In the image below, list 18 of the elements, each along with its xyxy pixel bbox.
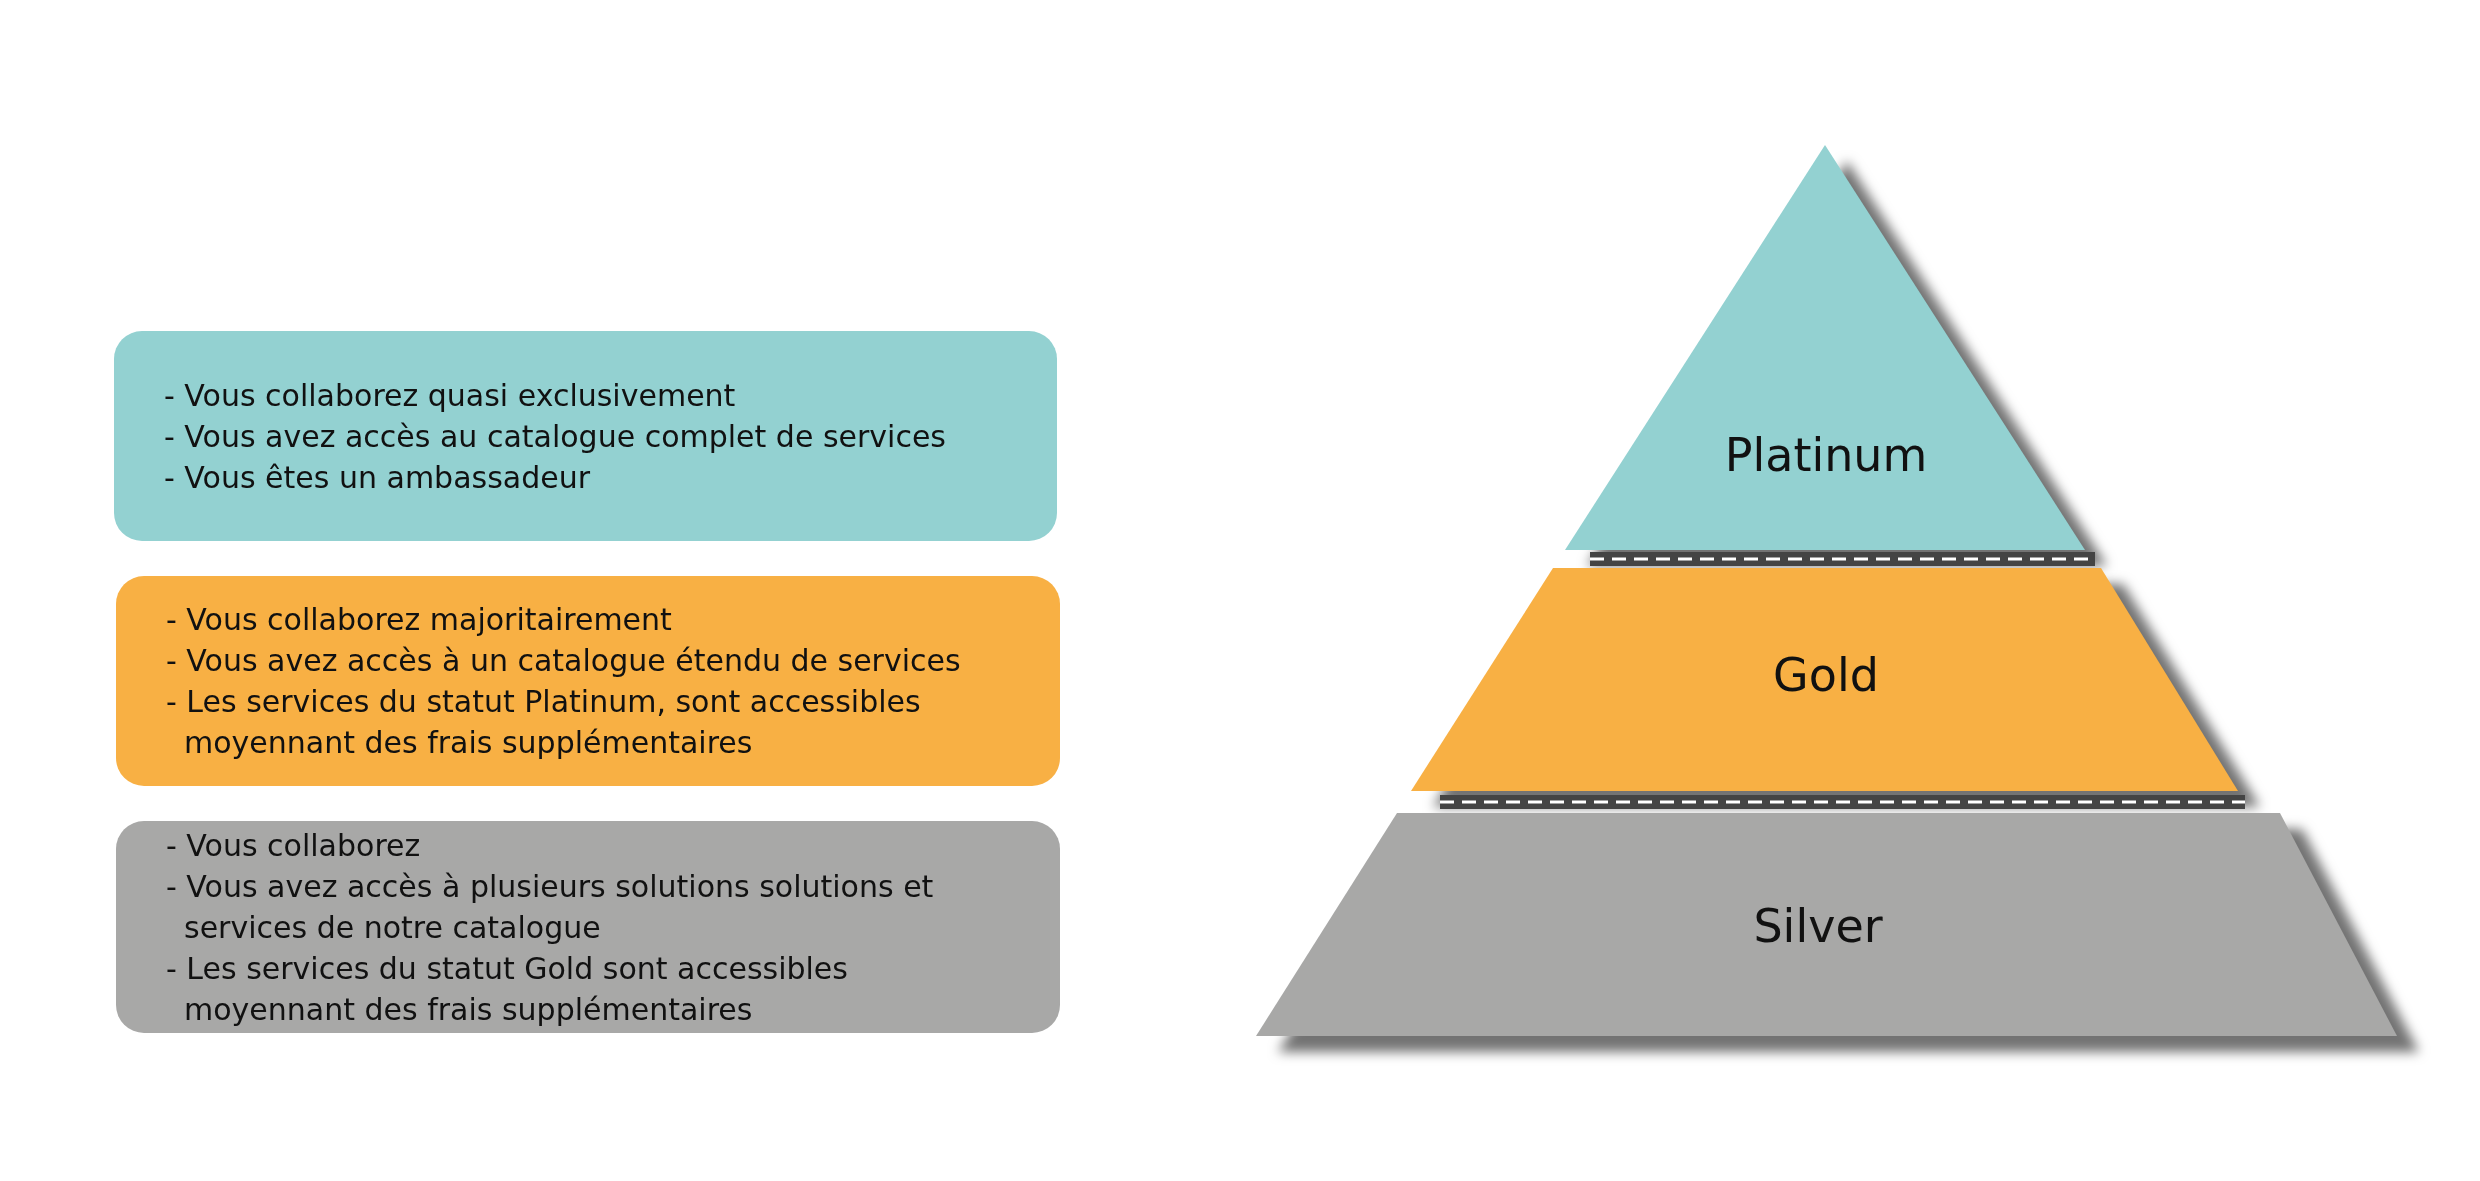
description-card bbox=[114, 331, 1057, 541]
bullet-text: - Vous collaborez majoritairement bbox=[166, 601, 673, 639]
description-card bbox=[116, 576, 1060, 786]
bullet-text: - Les services du statut Gold sont accessibles moyennant des frais supplémentaires bbox=[166, 949, 849, 1029]
bullet-text: - Vous avez accès à plusieurs solutions solutions et services de notre catalogue bbox=[166, 867, 935, 947]
bullet-text: - Vous êtes un ambassadeur bbox=[164, 458, 592, 497]
bullet-text: - Les services du statut Platinum, sont accessibles moyennant des frais supplémentaires bbox=[166, 683, 922, 762]
pyramid-tier bbox=[1256, 813, 2397, 1036]
pyramid-tier bbox=[1411, 568, 2238, 791]
tier-label: Silver bbox=[1753, 899, 1883, 953]
bullet-text: - Vous avez accès à un catalogue étendu de services bbox=[166, 642, 962, 680]
pyramid-tier bbox=[1565, 145, 2085, 550]
tier-label: Gold bbox=[1773, 648, 1879, 702]
description-card bbox=[116, 821, 1060, 1033]
bullet-text: - Vous collaborez quasi exclusivement bbox=[164, 376, 737, 415]
tier-label: Platinum bbox=[1724, 428, 1928, 482]
bullet-text: - Vous avez accès au catalogue complet de services bbox=[164, 417, 947, 456]
bullet-text: - Vous collaborez bbox=[166, 826, 422, 865]
